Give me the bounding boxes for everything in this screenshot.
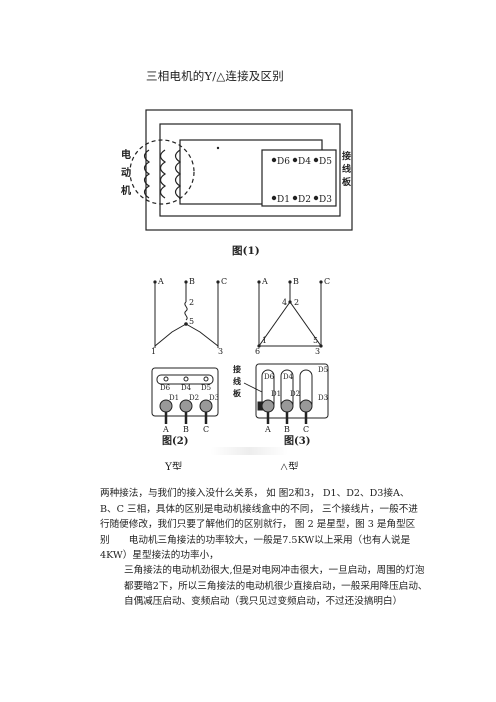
fig1-terminal-top-2: D4 [298,157,311,167]
fig2-caption: 图(2) [162,435,188,447]
document-title: 三相电机的Y/△连接及区别 [146,69,284,83]
paragraph-2-text: 三角接法的电动机劲很大,但是对电网冲击很大，一旦启动，周围的灯泡都要暗2下，所以… [124,565,428,607]
fig2-board-bottom-3: D3 [209,394,219,402]
fig3-board-top-2: D4 [283,373,294,381]
fig2-phase-c: C [221,277,227,286]
fig1-terminal-bottom-1: D1 [277,195,290,205]
fig1-motor-label-3: 机 [121,184,131,197]
fig3-board-bottom-2: D2 [290,390,300,398]
fig3-side-label-2: 线 [233,376,241,386]
fig1-board-label-3: 板 [342,176,352,188]
figure-2 [151,280,220,424]
fig3-board-top-1: D6 [264,373,275,381]
fig3-node-1: 1 [262,336,267,345]
fig2-board-top-1: D6 [160,384,171,392]
figure-1 [129,109,353,231]
figure-diagrams: 电 动 机 接 线 板 D6 D4 D5 D1 D2 D3 图(1) [121,109,353,470]
fig1-terminal-bottom-2: D2 [298,195,311,205]
fig2-board-bottom-1: D1 [169,394,179,402]
fig1-motor-label-2: 动 [121,166,131,179]
watermark [210,447,288,455]
fig3-board-bottom-1: D1 [271,390,281,398]
paragraph-1-text: 两种接法，与我们的接入没什么关系， 如 图2和3， D1、D2、D3接A、B、C… [100,488,418,561]
fig2-bottom-b: B [183,425,189,434]
fig1-board-label-2: 线 [342,163,351,175]
fig2-node-5: 5 [189,317,194,326]
fig1-motor-label-1: 电 [121,148,131,161]
fig2-bottom-a: A [162,425,169,434]
fig3-bottom-b: B [284,425,290,434]
motor-dashed-circle [129,139,195,205]
fig2-board-top-2: D4 [181,384,192,392]
fig3-node-5: 5 [313,336,318,345]
fig3-node-3: 3 [315,347,320,356]
fig2-bottom-c: C [203,425,209,434]
fig3-phase-c: C [324,277,330,286]
fig3-bottom-c: C [303,425,309,434]
y-type-label: Y型 [164,460,182,470]
fig1-terminal-top-3: D5 [319,157,332,167]
fig2-board-top-3: D5 [201,384,211,392]
fig3-side-label-3: 板 [233,388,242,398]
fig2-node-2: 2 [189,298,194,307]
figure-3 [243,280,329,424]
fig3-phase-a: A [261,277,268,286]
fig3-board-bottom-3: D3 [318,394,328,402]
fig3-node-6: 6 [255,347,260,356]
fig2-node-3: 3 [218,347,223,356]
fig3-caption: 图(3) [284,435,310,447]
fig2-node-1: 1 [151,347,156,356]
fig3-node-4: 4 [282,298,287,307]
fig2-board-bottom-2: D2 [189,394,199,402]
paragraph-2: 三角接法的电动机劲很大,但是对电网冲击很大，一旦启动，周围的灯泡都要暗2下，所以… [60,563,430,610]
motor-coil-icon [143,149,182,199]
delta-type-label: △型 [280,460,299,470]
paragraph-1: 两种接法，与我们的接入没什么关系， 如 图2和3， D1、D2、D3接A、B、C… [78,486,418,564]
fig1-caption: 图(1) [232,245,260,257]
fig1-board-label-1: 接 [342,150,351,162]
fig3-bottom-a: A [264,425,271,434]
fig2-phase-b: B [189,277,195,286]
fig2-phase-a: A [157,277,164,286]
fig3-phase-b: B [293,277,299,286]
fig3-node-2: 2 [294,298,299,307]
fig1-terminal-bottom-3: D3 [319,195,332,205]
fig1-terminal-top-1: D6 [277,157,290,167]
fig3-side-label-1: 接 [233,364,241,374]
fig3-board-top-3: D5 [318,366,328,374]
